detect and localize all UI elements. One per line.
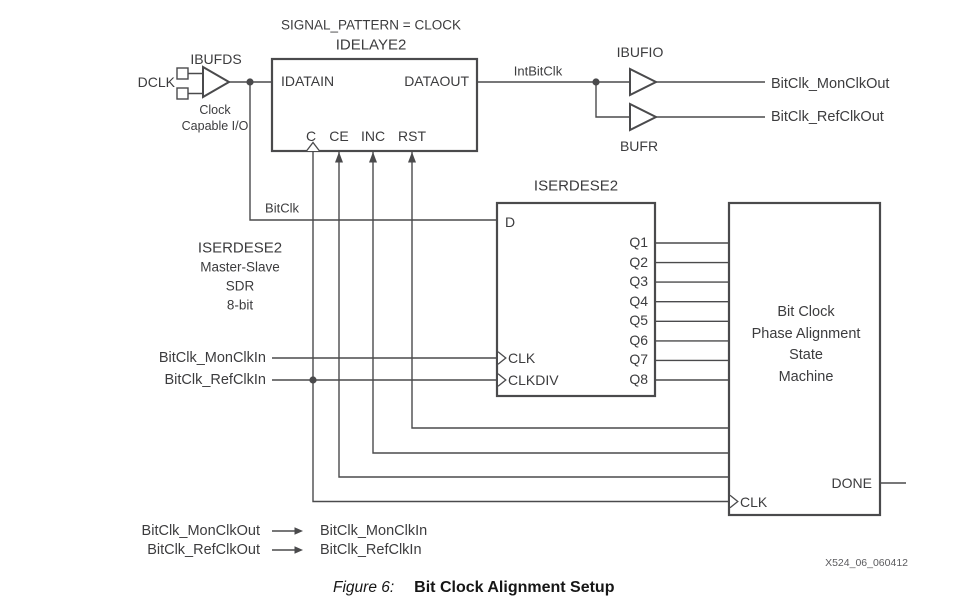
wire-bitclk-to-d: [249, 82, 497, 221]
buffer-symbols: [202, 65, 659, 132]
arrowhead-ce-icon: [335, 152, 343, 163]
ibufds-title: IBUFDS: [190, 51, 242, 67]
bufr-title: BUFR: [619, 138, 659, 154]
pin-clkdiv: CLKDIV: [508, 372, 559, 388]
clock-wedge-clk-icon: [497, 351, 507, 365]
pin-c: C: [305, 128, 317, 144]
state-machine-title-line4: Machine: [778, 368, 834, 385]
wire-ce: [338, 152, 729, 478]
iserdese2-note-line1: ISERDESE2: [197, 239, 283, 257]
net-intbitclk: IntBitClk: [513, 63, 563, 79]
pin-rst: RST: [398, 128, 426, 144]
pin-inc: INC: [360, 128, 386, 144]
ibufds-buffer-icon: [202, 65, 232, 99]
figure-caption-title: Bit Clock Alignment Setup: [414, 579, 615, 596]
iserdese2-title: ISERDESE2: [533, 177, 619, 195]
mapping-row2-from: BitClk_RefClkOut: [147, 541, 260, 558]
pin-q5: Q5: [629, 312, 648, 329]
figure-caption: Figure 6: Bit Clock Alignment Setup: [333, 580, 614, 596]
wire-dclk-stubs: [188, 72, 203, 95]
clock-wedge-c-icon: [305, 141, 321, 152]
net-bitclk: BitClk: [265, 200, 299, 216]
pin-d: D: [505, 214, 516, 230]
pin-q8: Q8: [629, 371, 648, 387]
iserdese2-note-line3: SDR: [225, 278, 255, 294]
net-bitclk-monclkout: BitClk_MonClkOut: [771, 75, 890, 92]
pin-q4: Q4: [629, 292, 648, 309]
idelaye2-box: [270, 57, 479, 153]
pin-q7: Q7: [629, 351, 648, 368]
blocks: [270, 57, 882, 517]
watermark: X524_06_060412: [825, 556, 908, 569]
arrowhead-mapping-mon-icon: [294, 527, 303, 535]
state-machine-title-line3: State: [789, 346, 823, 363]
ibufds-pad-top: [176, 67, 189, 80]
figure-caption-number: Figure 6:: [333, 579, 395, 596]
mapping-row1-from: BitClk_MonClkOut: [141, 522, 260, 539]
state-machine-title-line1: Bit Clock: [777, 303, 835, 320]
pin-ce: CE: [329, 128, 349, 144]
pin-done: DONE: [831, 475, 872, 491]
pin-q3: Q3: [629, 273, 648, 290]
ibufio-buffer-icon: [629, 67, 659, 97]
clock-capable-note-line2: Capable I/O: [181, 118, 249, 133]
wire-branch-to-bufr: [595, 82, 630, 118]
junction-dots: [246, 78, 600, 384]
pin-q1: Q1: [629, 234, 648, 250]
signal-pattern-label: SIGNAL_PATTERN = CLOCK: [281, 17, 461, 33]
net-bitclk-refclkin: BitClk_RefClkIn: [164, 371, 266, 388]
clock-wedge-sm-clk-icon: [729, 494, 739, 509]
pin-q2: Q2: [629, 253, 648, 270]
pin-sm-clk: CLK: [740, 494, 768, 510]
ibufio-title: IBUFIO: [616, 44, 664, 60]
idelaye2-title: IDELAYE2: [335, 36, 407, 54]
junction-dot-intbitclk: [592, 78, 600, 86]
net-bitclk-refclkout: BitClk_RefClkOut: [771, 108, 884, 125]
wire-rst: [411, 152, 729, 429]
state-machine-title-line2: Phase Alignment: [751, 325, 861, 342]
arrowhead-mapping-ref-icon: [294, 546, 303, 554]
wires-q1-q8: [655, 242, 729, 381]
wire-c: [312, 151, 729, 503]
net-bitclk-monclkin: BitClk_MonClkIn: [158, 349, 266, 366]
arrowheads: [294, 152, 416, 554]
pin-q6: Q6: [629, 331, 648, 348]
pin-idatain: IDATAIN: [281, 73, 335, 89]
iserdese2-note-line4: 8-bit: [226, 297, 254, 313]
clock-wedge-clkdiv-icon: [497, 373, 507, 387]
ibufds-pad-bottom: [176, 87, 189, 100]
mapping-row1-to: BitClk_MonClkIn: [320, 522, 428, 539]
clock-wedges: [305, 141, 739, 509]
clock-capable-note-line1: Clock: [199, 102, 231, 117]
pin-clk: CLK: [508, 350, 536, 366]
iserdese2-note-line2: Master-Slave: [200, 259, 280, 275]
dclk-label: DCLK: [137, 74, 175, 90]
junction-dot-refclkin: [309, 376, 317, 384]
state-machine-box: [727, 201, 882, 517]
bufr-buffer-icon: [629, 102, 659, 132]
mapping-row2-to: BitClk_RefClkIn: [320, 541, 422, 558]
pin-dataout: DATAOUT: [404, 73, 469, 89]
iserdese2-box: [495, 201, 657, 398]
arrowhead-rst-icon: [408, 152, 416, 163]
wires-mapping-arrows: [272, 530, 295, 551]
wire-inc: [372, 152, 729, 454]
arrowhead-inc-icon: [369, 152, 377, 163]
junction-dot-bitclk: [246, 78, 254, 86]
